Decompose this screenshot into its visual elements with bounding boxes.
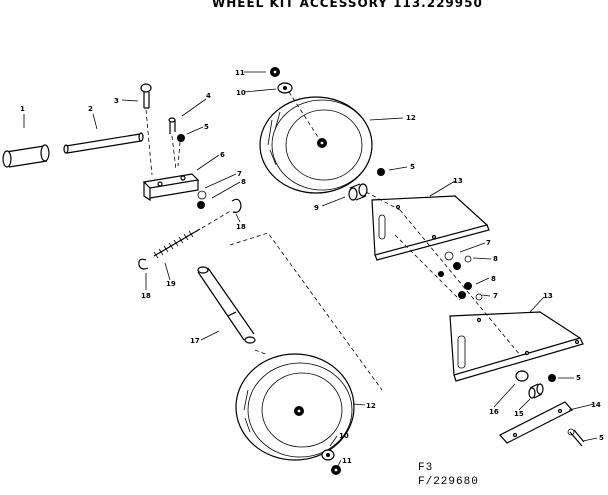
callout-6: 6 bbox=[220, 151, 225, 159]
part-11-nut-lower bbox=[331, 465, 341, 475]
part-10-washer-upper bbox=[277, 82, 293, 94]
callout-10a: 10 bbox=[236, 89, 246, 97]
part-19-spring bbox=[153, 228, 201, 259]
part-6-bracket bbox=[142, 173, 200, 202]
part-7-8-hardware-mid bbox=[438, 251, 483, 301]
part-2-rod bbox=[63, 132, 144, 154]
part-number-ref: F/229680 bbox=[418, 476, 479, 488]
callout-11b: 11 bbox=[342, 457, 352, 465]
callout-18a: 18 bbox=[236, 223, 246, 231]
callout-1: 1 bbox=[20, 105, 25, 113]
callout-7b: 7 bbox=[486, 239, 491, 247]
callout-15: 15 bbox=[514, 410, 524, 418]
callout-7a: 7 bbox=[237, 170, 242, 178]
callout-8a: 8 bbox=[241, 178, 246, 186]
callout-4: 4 bbox=[206, 92, 211, 100]
callout-19: 19 bbox=[166, 280, 176, 288]
callout-8c: 8 bbox=[491, 275, 496, 283]
part-12-wheel-upper bbox=[259, 96, 373, 194]
part-8-nut-a bbox=[197, 201, 205, 209]
part-9-spacer bbox=[348, 183, 368, 201]
part-5-nut-c bbox=[548, 374, 556, 382]
part-16-washer bbox=[515, 370, 529, 382]
callout-9: 9 bbox=[314, 204, 319, 212]
diagram-title: WHEEL KIT ACCESSORY 113.229950 bbox=[212, 0, 483, 10]
part-4-pin bbox=[168, 117, 176, 134]
callout-7c: 7 bbox=[493, 292, 498, 300]
part-13-plate-lower bbox=[449, 311, 584, 382]
part-12-wheel-lower bbox=[235, 353, 355, 461]
part-5-screw-d bbox=[567, 428, 585, 447]
callout-8b: 8 bbox=[493, 255, 498, 263]
figure-ref: F3 bbox=[418, 462, 434, 474]
part-3-bolt bbox=[140, 83, 152, 109]
part-7-washer-a bbox=[197, 190, 207, 200]
part-10-washer-lower bbox=[321, 449, 335, 461]
callout-11a: 11 bbox=[235, 69, 245, 77]
callout-14: 14 bbox=[591, 401, 601, 409]
part-1-tube bbox=[2, 144, 50, 168]
callout-5b: 5 bbox=[410, 163, 415, 171]
part-11-nut-upper bbox=[270, 67, 280, 77]
part-15-spacer bbox=[528, 383, 544, 399]
callout-2: 2 bbox=[88, 105, 93, 113]
part-17-axle bbox=[197, 266, 256, 344]
callout-5c: 5 bbox=[576, 374, 581, 382]
part-18-hook-b bbox=[138, 258, 149, 270]
callout-3: 3 bbox=[114, 97, 119, 105]
callout-17: 17 bbox=[190, 337, 200, 345]
part-13-plate-upper bbox=[371, 195, 490, 261]
part-5-nut-a bbox=[177, 134, 185, 142]
part-14-strap bbox=[499, 401, 573, 444]
callout-13a: 13 bbox=[453, 177, 463, 185]
callout-5a: 5 bbox=[204, 123, 209, 131]
callout-16: 16 bbox=[489, 408, 499, 416]
callout-18b: 18 bbox=[141, 292, 151, 300]
callout-10b: 10 bbox=[339, 432, 349, 440]
part-5-nut-b bbox=[377, 168, 385, 176]
callout-12a: 12 bbox=[406, 114, 416, 122]
part-18-hook-a bbox=[231, 198, 242, 213]
callout-13b: 13 bbox=[543, 292, 553, 300]
callout-5d: 5 bbox=[599, 434, 604, 442]
callout-12b: 12 bbox=[366, 402, 376, 410]
